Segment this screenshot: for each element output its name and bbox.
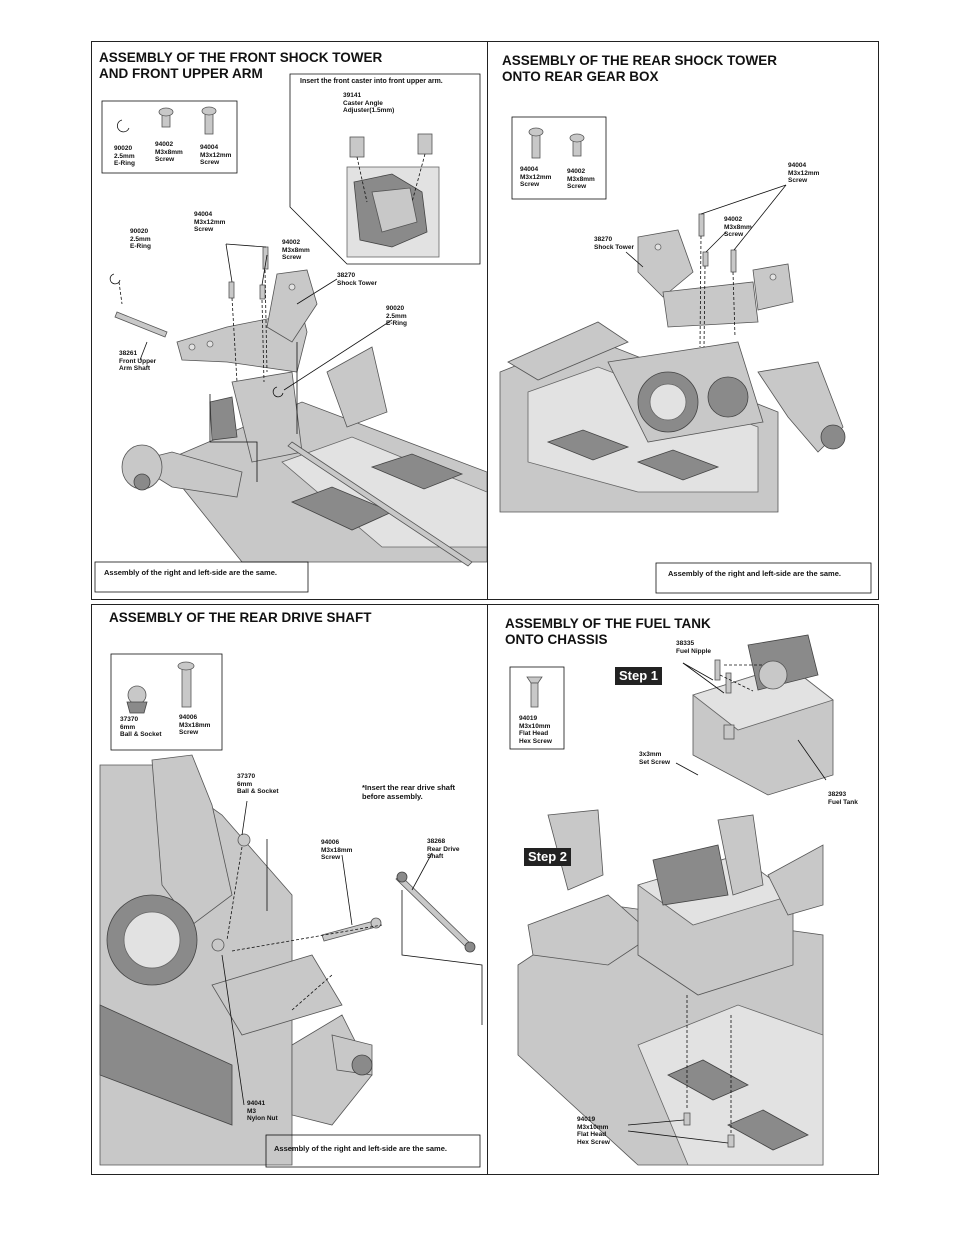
panel-rear-shock-tower: ASSEMBLY OF THE REAR SHOCK TOWER ONTO RE… <box>487 41 879 600</box>
label-set-screw: 3x3mm Set Screw <box>639 751 671 766</box>
rear-tower-footer-note: Assembly of the right and left-side are … <box>668 569 841 578</box>
front-footer-note: Assembly of the right and left-side are … <box>104 568 277 577</box>
front-title: ASSEMBLY OF THE FRONT SHOCK TOWER AND FR… <box>99 50 383 81</box>
label-screw-m3x12: 94004 M3x12mm Screw <box>194 211 226 233</box>
parts-box-label-m3x8: 94002 M3x8mm Screw <box>567 168 595 190</box>
panel-front-shock-tower: ASSEMBLY OF THE FRONT SHOCK TOWER AND FR… <box>91 41 488 600</box>
label-screw-m3x8: 94002 M3x8mm Screw <box>282 239 310 261</box>
label-rear-drive-shaft: 38268 Rear Drive Shaft <box>427 838 460 860</box>
drive-shaft-note: *Insert the rear drive shaft before asse… <box>362 783 455 801</box>
front-assembly-illustration <box>94 73 487 593</box>
label-flat-head-screw: 94019 M3x10mm Flat Head Hex Screw <box>577 1116 610 1146</box>
label-shock-tower: 38270 Shock Tower <box>594 236 634 251</box>
parts-box-label-m3x12: 94004 M3x12mm Screw <box>200 144 232 166</box>
parts-box-label-ball-socket: 37370 6mm Ball & Socket <box>120 716 162 738</box>
label-fuel-tank: 38293 Fuel Tank <box>828 791 858 806</box>
drive-shaft-illustration <box>99 653 483 1168</box>
parts-box-label-m3x12: 94004 M3x12mm Screw <box>520 166 552 188</box>
label-front-upper-arm-shaft: 38261 Front Upper Arm Shaft <box>119 350 157 372</box>
parts-box-label-eRing: 90020 2.5mm E-Ring <box>114 145 135 167</box>
label-fuel-nipple: 38335 Fuel Nipple <box>676 640 712 655</box>
rear-tower-illustration <box>499 116 872 594</box>
panel-rear-drive-shaft: ASSEMBLY OF THE REAR DRIVE SHAFT 37370 6… <box>91 604 488 1175</box>
panel-fuel-tank: ASSEMBLY OF THE FUEL TANK ONTO CHASSIS 9… <box>487 604 879 1175</box>
label-eRing-right: 90020 2.5mm E-Ring <box>386 305 407 327</box>
label-shock-tower: 38270 Shock Tower <box>337 272 377 287</box>
parts-box-label-m3x18: 94006 M3x18mm Screw <box>179 714 211 736</box>
fuel-tank-illustration <box>509 634 834 1166</box>
label-screw-m3x12: 94004 M3x12mm Screw <box>788 162 820 184</box>
step-1-badge: Step 1 <box>615 667 663 685</box>
fuel-tank-title: ASSEMBLY OF THE FUEL TANK ONTO CHASSIS <box>505 616 711 647</box>
callout-instruction: Insert the front caster into front upper… <box>300 78 443 85</box>
label-screw-m3x18: 94006 M3x18mm Screw <box>321 839 353 861</box>
drive-shaft-footer-note: Assembly of the right and left-side are … <box>274 1144 447 1153</box>
label-ball-socket: 37370 6mm Ball & Socket <box>237 773 279 795</box>
label-eRing-left: 90020 2.5mm E-Ring <box>130 228 151 250</box>
callout-part-label: 39141 Caster Angle Adjuster(1.5mm) <box>343 92 395 114</box>
label-screw-m3x8: 94002 M3x8mm Screw <box>724 216 752 238</box>
drive-shaft-title: ASSEMBLY OF THE REAR DRIVE SHAFT <box>109 610 372 625</box>
parts-box-label-flat-head: 94019 M3x10mm Flat Head Hex Screw <box>519 715 552 745</box>
parts-box-label-m3x8: 94002 M3x8mm Screw <box>155 141 183 163</box>
step-2-badge: Step 2 <box>524 848 572 866</box>
rear-tower-title: ASSEMBLY OF THE REAR SHOCK TOWER ONTO RE… <box>502 53 778 84</box>
label-nylon-nut: 94041 M3 Nylon Nut <box>247 1100 278 1122</box>
